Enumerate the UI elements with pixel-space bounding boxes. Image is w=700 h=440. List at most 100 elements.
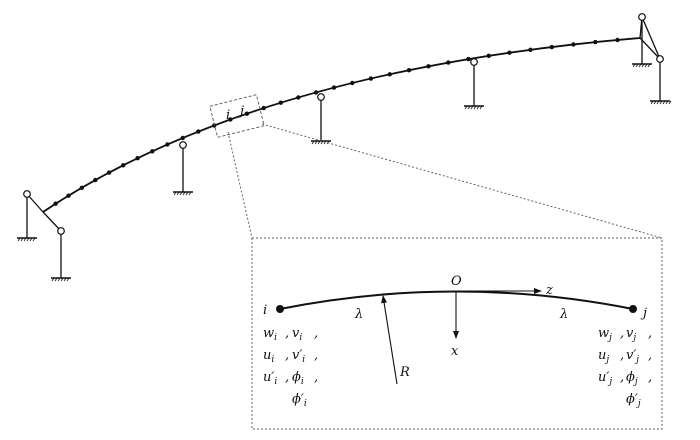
detail-node-i-label: i [263, 303, 267, 318]
dof-symbol: v′j [626, 348, 639, 365]
node-dot-icon [93, 177, 98, 183]
dof-separator: , [285, 370, 289, 385]
overview-node-j-label: j [237, 104, 244, 119]
node-dot-icon [593, 39, 598, 45]
node-dot-icon [466, 56, 471, 62]
node-dot-icon [228, 117, 233, 122]
overview-node-i-label: i [226, 108, 230, 123]
ground-hatch-icon [17, 237, 37, 242]
dof-symbol: wi [263, 326, 277, 343]
element-detail-box: O z x R λ λ i j wi,vi,ui,v′i,u′i,ϕi,ϕ′i … [251, 237, 663, 430]
node-dot-icon [244, 111, 250, 116]
ground-hatch-icon [650, 100, 672, 105]
dof-list-node-j: wj,vj,uj,v′j,u′j,ϕj,ϕ′j [598, 326, 652, 409]
dof-symbol: ϕj [626, 370, 638, 387]
node-dot-icon [571, 42, 576, 47]
dof-symbol: vj [626, 326, 636, 343]
dof-separator: , [648, 370, 652, 385]
projection-line-left [227, 131, 253, 239]
node-dot-icon [296, 95, 301, 100]
intermediate-support-2 [311, 93, 331, 145]
dof-symbol: ϕi [292, 370, 304, 387]
dof-symbol: vi [292, 326, 302, 343]
node-dot-icon [426, 64, 431, 69]
node-dot-icon [629, 305, 637, 313]
node-dot-icon [486, 53, 491, 58]
beam-nodes [53, 37, 620, 206]
dof-separator: , [620, 348, 624, 363]
left-end-support [17, 190, 71, 282]
node-dot-icon [313, 90, 319, 95]
dof-symbol: u′i [263, 370, 277, 387]
dof-separator: , [314, 348, 318, 363]
node-dot-icon [165, 142, 170, 147]
dof-separator: , [620, 326, 624, 341]
dof-separator: , [314, 370, 318, 385]
node-dot-icon [261, 105, 266, 111]
node-dot-icon [66, 193, 71, 198]
dof-symbol: uj [598, 348, 609, 365]
x-axis-label: x [451, 344, 459, 359]
dof-symbol: u′j [598, 370, 612, 387]
dof-separator: , [620, 370, 624, 385]
node-dot-icon [276, 305, 284, 313]
dof-symbol: ϕ′j [626, 392, 641, 409]
node-dot-icon [387, 72, 392, 77]
dof-symbol: ui [263, 348, 274, 365]
node-dot-icon [278, 100, 283, 105]
node-dot-icon [350, 80, 355, 86]
pin-support-icon [317, 93, 325, 101]
ground-hatch-icon [51, 277, 71, 282]
pin-support-icon [470, 58, 478, 66]
pin-support-icon [23, 190, 31, 198]
ground-hatch-icon [464, 105, 484, 110]
dof-separator: , [285, 348, 289, 363]
node-dot-icon [368, 76, 374, 81]
projection-line-right [261, 123, 663, 239]
node-dot-icon [528, 47, 533, 52]
ground-hatch-icon [632, 63, 652, 68]
node-dot-icon [446, 60, 451, 65]
dof-separator: , [648, 348, 652, 363]
node-dot-icon [150, 149, 155, 154]
node-dot-icon [53, 201, 58, 206]
detail-frame [251, 237, 663, 430]
node-dot-icon [507, 50, 512, 55]
node-dot-icon [615, 37, 620, 43]
dof-separator: , [314, 326, 318, 341]
pin-support-icon [179, 141, 187, 149]
half-length-left-label: λ [354, 307, 363, 322]
intermediate-support-1 [173, 141, 193, 196]
node-dot-icon [180, 135, 185, 141]
dof-separator: , [285, 326, 289, 341]
curved-beam [42, 37, 641, 213]
pin-support-icon [57, 227, 65, 235]
z-axis-label: z [545, 283, 553, 298]
node-dot-icon [121, 163, 126, 168]
dof-symbol: wj [598, 326, 612, 343]
origin-label: O [451, 274, 462, 289]
zoom-selection-box [209, 94, 265, 138]
dof-list-node-i: wi,vi,ui,v′i,u′i,ϕi,ϕ′i [263, 326, 318, 409]
pin-support-icon [656, 55, 664, 63]
radius-label: R [399, 365, 410, 380]
intermediate-support-3 [464, 58, 484, 110]
node-dot-icon [406, 68, 412, 73]
node-dot-icon [549, 44, 554, 50]
node-dot-icon [331, 85, 337, 90]
node-dot-icon [79, 185, 85, 190]
radius-arrow [381, 295, 398, 385]
node-dot-icon [196, 129, 201, 134]
half-length-right-label: λ [559, 307, 568, 322]
dof-separator: , [648, 326, 652, 341]
node-dot-icon [135, 156, 140, 161]
dof-symbol: ϕ′i [292, 392, 307, 409]
right-end-support [632, 13, 672, 105]
pin-support-icon [638, 13, 646, 21]
overview-beam-group: i j [17, 13, 672, 282]
dof-symbol: v′i [292, 348, 305, 365]
ground-hatch-icon [173, 191, 193, 196]
detail-node-j-label: j [640, 306, 647, 321]
node-dot-icon [106, 170, 112, 175]
